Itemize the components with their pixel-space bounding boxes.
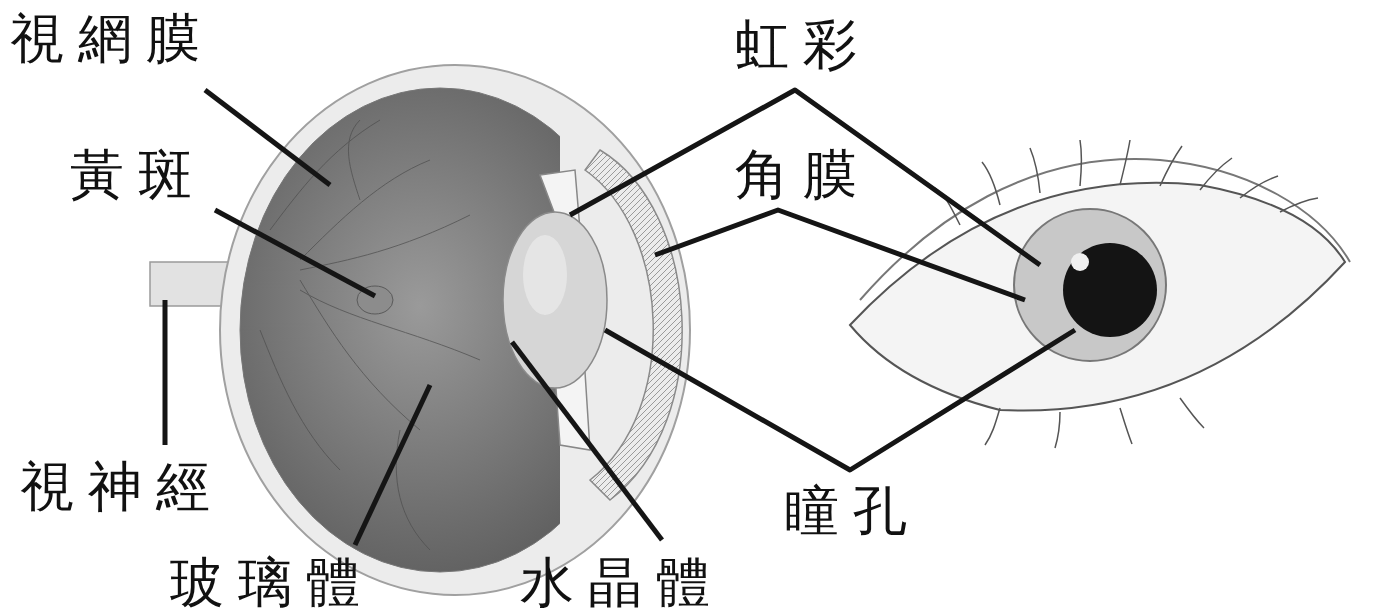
external-eye <box>850 140 1350 448</box>
lens <box>503 212 607 388</box>
part-label: 玻璃體 <box>170 556 374 610</box>
part-label: 視神經 <box>20 460 224 514</box>
part-label: 虹彩 <box>735 18 871 72</box>
part-label: 黃斑 <box>70 148 206 202</box>
leader-lines <box>165 90 1075 545</box>
part-label: 角膜 <box>735 148 871 202</box>
sclera <box>220 65 690 595</box>
retina <box>240 88 560 572</box>
part-label: 視網膜 <box>10 12 214 66</box>
part-label: 瞳孔 <box>785 484 921 538</box>
part-label: 水晶體 <box>520 556 724 610</box>
